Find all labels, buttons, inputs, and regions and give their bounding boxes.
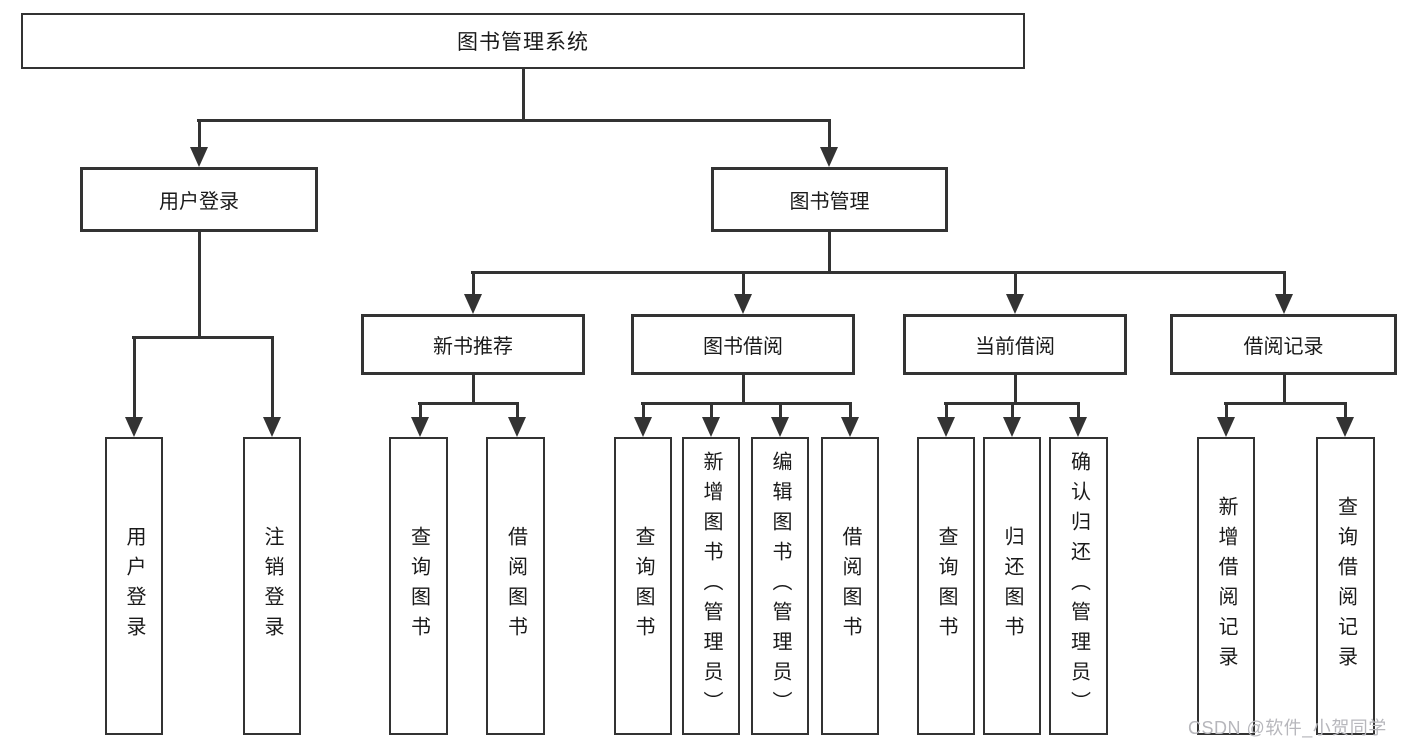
leaf-node-label: 借阅图书 (504, 526, 527, 646)
connector-line (1013, 375, 1017, 404)
leaf-node-label: 注销登录 (261, 526, 283, 646)
leaf-node-add-book-admin: 新增图书（管理员） (682, 437, 740, 735)
connector-line (515, 403, 519, 423)
connector-line (471, 272, 475, 300)
leaf-node-borrow-books-recommend: 借阅图书 (486, 437, 545, 735)
leaf-node-user-login: 用户登录 (105, 437, 163, 735)
connector-line (641, 401, 852, 405)
leaf-node-query-borrow-record: 查询借阅记录 (1316, 437, 1375, 735)
leaf-node-label: 归还图书 (1001, 526, 1023, 646)
arrow-down-icon (634, 417, 652, 437)
arrow-down-icon (1336, 417, 1354, 437)
root-node-label: 图书管理系统 (457, 31, 589, 54)
leaf-node-label: 查询图书 (407, 526, 430, 646)
section-node-current-borrow: 当前借阅 (903, 314, 1127, 375)
leaf-node-query-books-current: 查询图书 (917, 437, 975, 735)
connector-line (641, 403, 645, 423)
leaf-node-borrow-books: 借阅图书 (821, 437, 879, 735)
arrow-down-icon (702, 417, 720, 437)
arrow-down-icon (1275, 294, 1293, 314)
arrow-down-icon (411, 417, 429, 437)
leaf-node-label: 查询图书 (632, 526, 654, 646)
arrow-down-icon (1069, 417, 1087, 437)
arrow-down-icon (263, 417, 281, 437)
connector-line (848, 403, 852, 423)
section-node-borrow-records: 借阅记录 (1170, 314, 1397, 375)
connector-line (418, 401, 519, 405)
connector-line (827, 232, 831, 273)
section-node-label: 新书推荐 (433, 336, 513, 358)
watermark: CSDN @软件_小贺同学 (1188, 718, 1387, 738)
leaf-node-return-books: 归还图书 (983, 437, 1041, 735)
connector-line (197, 232, 201, 338)
arrow-down-icon (508, 417, 526, 437)
leaf-node-edit-book-admin: 编辑图书（管理员） (751, 437, 809, 735)
leaf-node-query-books-borrow: 查询图书 (614, 437, 672, 735)
arrow-down-icon (1006, 294, 1024, 314)
root-node-library-system: 图书管理系统 (21, 13, 1025, 69)
leaf-node-label: 查询借阅记录 (1334, 496, 1357, 676)
connector-line (197, 120, 201, 153)
section-node-label: 图书借阅 (703, 336, 783, 358)
connector-line (1224, 403, 1228, 423)
leaf-node-label: 借阅图书 (839, 526, 861, 646)
leaf-node-label: 确认归还（管理员） (1067, 451, 1090, 721)
connector-line (132, 335, 274, 339)
arrow-down-icon (1217, 417, 1235, 437)
leaf-node-label: 编辑图书（管理员） (769, 451, 791, 721)
connector-line (1282, 272, 1286, 300)
connector-line (741, 375, 745, 404)
connector-line (827, 120, 831, 153)
connector-line (270, 337, 274, 423)
leaf-node-logout: 注销登录 (243, 437, 301, 735)
branch-node-book-management: 图书管理 (711, 167, 948, 232)
branch-node-label: 图书管理 (789, 191, 870, 213)
leaf-node-query-books-recommend: 查询图书 (389, 437, 448, 735)
connector-line (1076, 403, 1080, 423)
connector-line (944, 403, 948, 423)
arrow-down-icon (464, 294, 482, 314)
connector-line (197, 118, 831, 122)
arrow-down-icon (771, 417, 789, 437)
connector-line (709, 403, 713, 423)
leaf-node-label: 新增图书（管理员） (700, 451, 722, 721)
leaf-node-label: 查询图书 (935, 526, 957, 646)
connector-line (741, 272, 745, 300)
connector-line (418, 403, 422, 423)
leaf-node-label: 用户登录 (123, 526, 145, 646)
arrow-down-icon (734, 294, 752, 314)
connector-line (521, 69, 525, 121)
connector-line (778, 403, 782, 423)
arrow-down-icon (1003, 417, 1021, 437)
connector-line (471, 270, 1286, 274)
leaf-node-add-borrow-record: 新增借阅记录 (1197, 437, 1255, 735)
arrow-down-icon (125, 417, 143, 437)
connector-line (1282, 375, 1286, 404)
leaf-node-confirm-return-admin: 确认归还（管理员） (1049, 437, 1108, 735)
section-node-label: 当前借阅 (975, 336, 1055, 358)
connector-line (1010, 403, 1014, 423)
connector-line (132, 337, 136, 423)
arrow-down-icon (820, 147, 838, 167)
connector-line (1343, 403, 1347, 423)
section-node-label: 借阅记录 (1243, 336, 1324, 358)
connector-line (1224, 401, 1347, 405)
connector-line (471, 375, 475, 404)
arrow-down-icon (937, 417, 955, 437)
leaf-node-label: 新增借阅记录 (1215, 496, 1237, 676)
section-node-new-book-recommend: 新书推荐 (361, 314, 585, 375)
arrow-down-icon (190, 147, 208, 167)
branch-node-user-login: 用户登录 (80, 167, 318, 232)
branch-node-label: 用户登录 (159, 191, 239, 213)
connector-line (1013, 272, 1017, 300)
section-node-book-borrow: 图书借阅 (631, 314, 855, 375)
arrow-down-icon (841, 417, 859, 437)
